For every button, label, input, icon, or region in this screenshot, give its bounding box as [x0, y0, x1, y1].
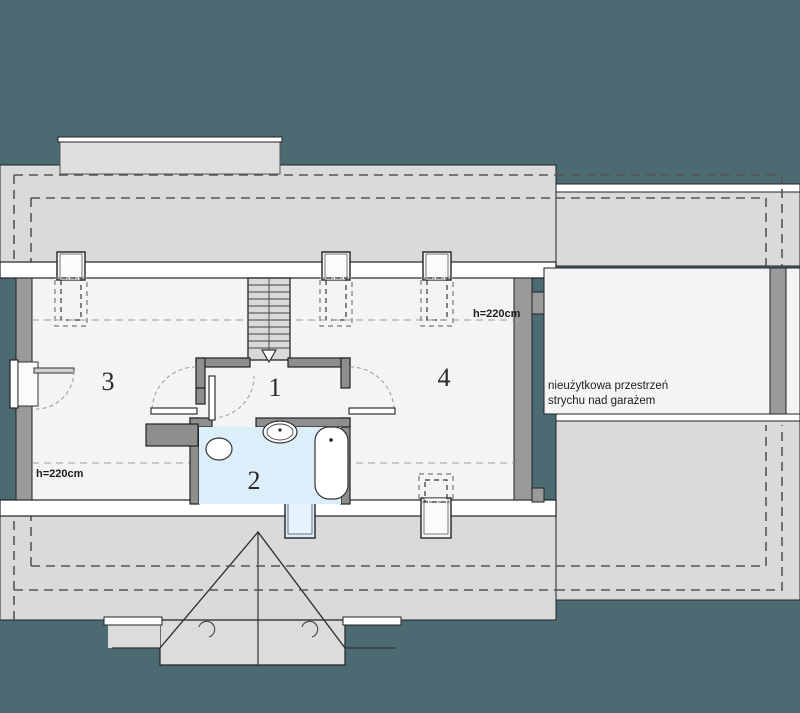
roof-upper-slab [0, 164, 557, 272]
door-balcony-left[interactable] [9, 359, 75, 410]
roof-lower-slab [0, 507, 557, 621]
garage-attic-space: nieużytkowa przestrzeń strychu nad garaż… [543, 267, 800, 415]
balcony-door-leaf [33, 367, 75, 374]
doors [9, 359, 396, 421]
porch-eave-right [342, 616, 402, 626]
wall-niche-block [145, 423, 199, 447]
wall-right-exterior [513, 277, 533, 501]
room-label-1: 1 [269, 373, 282, 402]
door-hall-to-bathroom[interactable] [208, 375, 255, 421]
door-room3-to-hall[interactable] [150, 366, 198, 415]
dash-garage-inner-bottom [556, 425, 767, 567]
garage-attic-note-line1: nieużytkowa przestrzeń [548, 380, 668, 392]
dormer-top-1[interactable] [54, 251, 88, 327]
door-swing-arc-right [349, 366, 395, 412]
dash-garage-outer-top [556, 174, 783, 266]
dash-garage-inner-top [556, 197, 767, 266]
garage-roof-upper-edge [555, 183, 800, 193]
porch-left-fill [108, 620, 160, 648]
washbasin-bowl-icon [266, 423, 294, 441]
bathtub-icon [314, 426, 349, 500]
garage-attic-note-line2: strychu nad garażem [548, 395, 655, 407]
porch-column-left-icon [198, 620, 216, 638]
porch-column-right-icon [301, 620, 319, 638]
porch-roof-base [159, 619, 346, 666]
room-label-4: 4 [438, 363, 451, 392]
stair-direction-down-icon [260, 349, 278, 364]
garage-roof-lower [555, 419, 800, 601]
door-leaf-bath [208, 375, 216, 421]
garage-roof-upper [555, 189, 800, 267]
wall-hall-right [340, 357, 351, 389]
roof-ridge-block [59, 139, 281, 175]
bathroom [199, 420, 349, 504]
porch-eave-line [112, 531, 396, 649]
staircase[interactable] [247, 277, 291, 364]
wall-right-jog-bottom [531, 487, 545, 503]
dash-garage-outer-bottom [556, 425, 783, 591]
balcony-door-swing-arc [35, 370, 75, 410]
room-label-3: 3 [102, 367, 115, 396]
balcony-door-frame [9, 359, 19, 409]
roof-projection-dashes [13, 174, 783, 620]
washbasin-icon [262, 420, 298, 444]
garage-attic-right-wall [769, 267, 787, 415]
dormer-top-3[interactable] [420, 251, 454, 327]
roof-masses [0, 136, 800, 666]
roof-ridge-cap [57, 136, 283, 143]
height-label-bottom: h=220cm [36, 468, 84, 480]
balcony-door-panel [17, 361, 39, 407]
dormers-top [54, 251, 454, 327]
wall-right-jog-top [531, 291, 545, 315]
wall-hall-left-stub [195, 387, 206, 405]
dormer-bottom-2[interactable] [418, 473, 454, 539]
garage-attic-fill [543, 267, 800, 415]
door-swing-arc-left [151, 366, 197, 412]
dormer-top-2[interactable] [319, 251, 353, 327]
door-hall-to-room4[interactable] [348, 366, 396, 415]
door-swing-arc-bath [211, 375, 255, 419]
door-leaf-left [150, 407, 198, 415]
toilet-icon [205, 437, 233, 461]
door-leaf-right [348, 407, 396, 415]
room-label-2: 2 [248, 466, 261, 495]
height-label-top: h=220cm [473, 308, 521, 320]
bathtub-drain-icon [329, 438, 333, 442]
washbasin-drain-icon [278, 428, 282, 432]
wall-hall-left [195, 357, 206, 389]
porch-eave-left [103, 616, 163, 626]
